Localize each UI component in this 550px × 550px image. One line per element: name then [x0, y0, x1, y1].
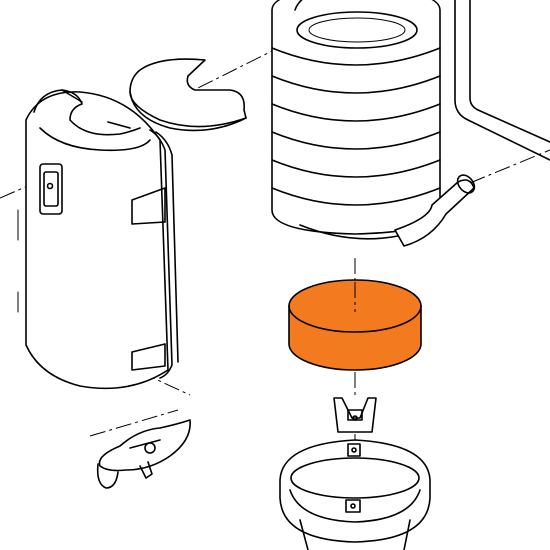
- mount-clip: [333, 397, 377, 433]
- round-base: [279, 439, 431, 550]
- cylindrical-puck[interactable]: [288, 279, 422, 371]
- coil-heater: [271, 0, 476, 247]
- tank-housing: [17, 89, 179, 390]
- puck-top[interactable]: [288, 279, 422, 333]
- half-moon-pad: [129, 58, 247, 132]
- outlet-pipe: [454, 0, 550, 161]
- latch-part: [96, 419, 191, 489]
